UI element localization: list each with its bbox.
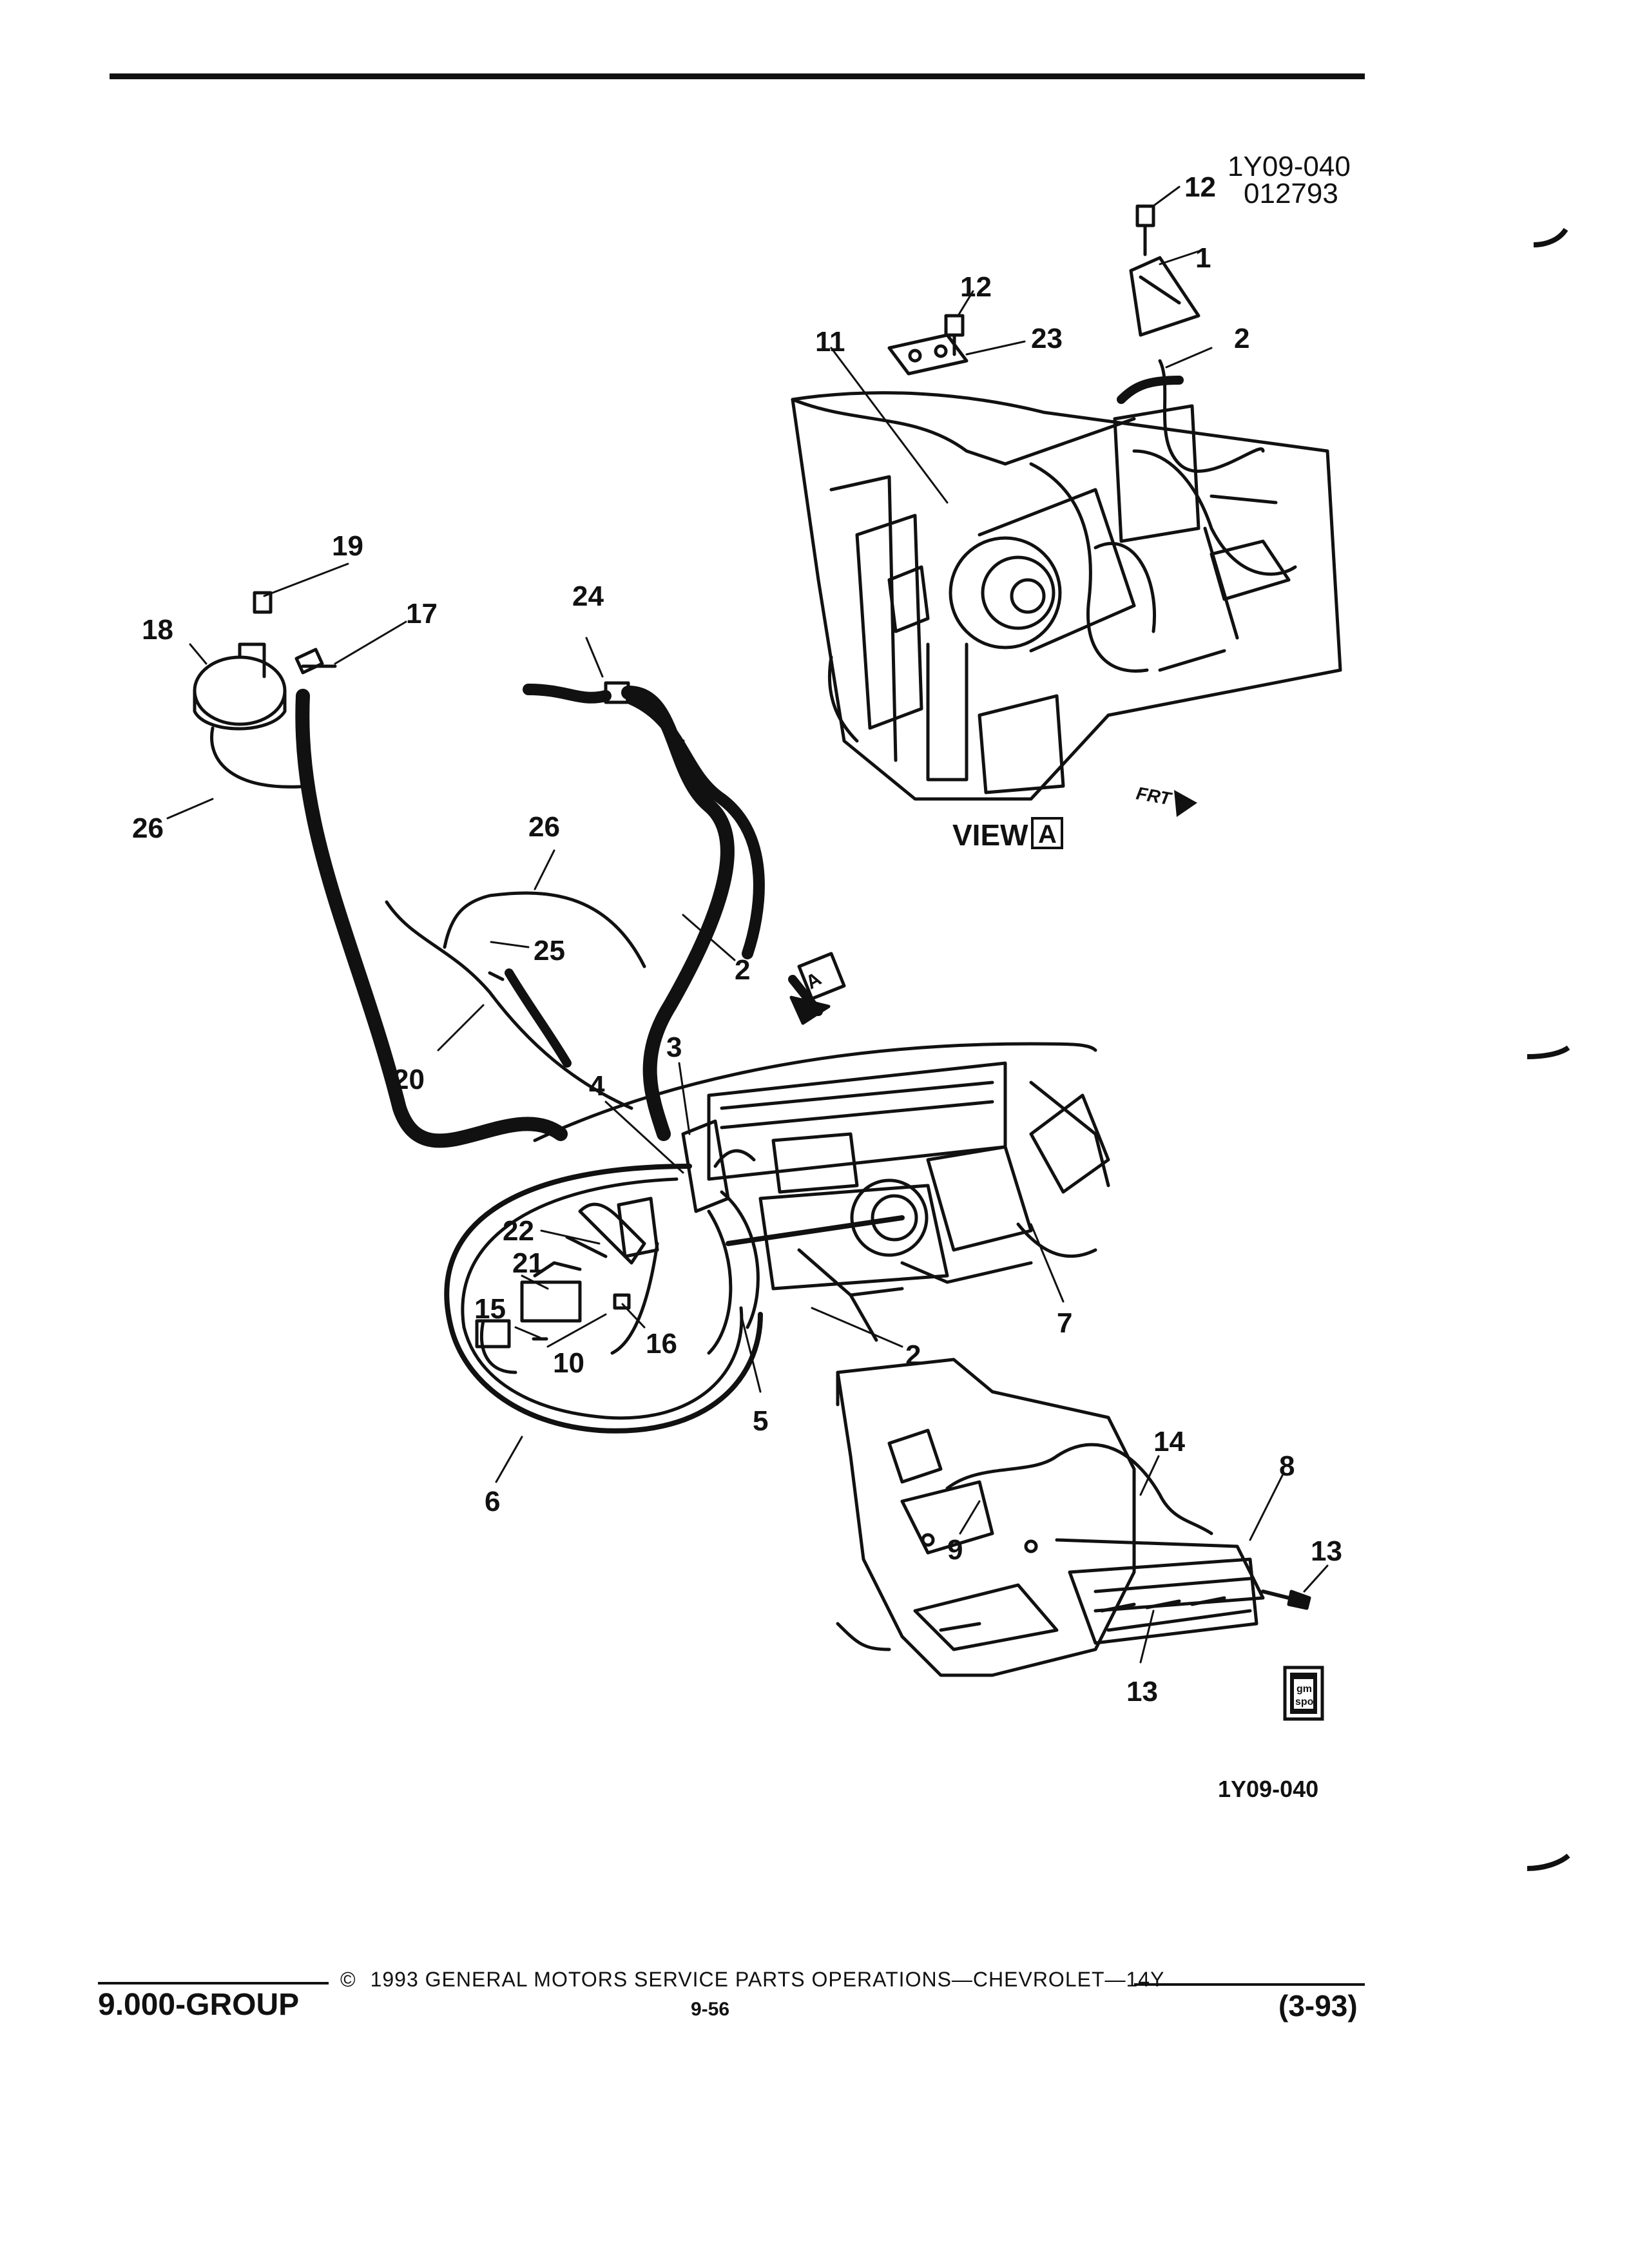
arrow-a-box — [797, 952, 846, 1001]
callout-9: 9 — [947, 1534, 963, 1566]
callout-10: 10 — [553, 1347, 584, 1379]
footer-rule-left — [98, 1982, 329, 1984]
callout-3: 3 — [666, 1032, 682, 1063]
callout-12b: 12 — [960, 271, 992, 303]
callout-leaders — [166, 186, 1329, 1664]
callout-16: 16 — [646, 1328, 677, 1360]
bolt-12a — [1135, 204, 1155, 227]
badge-line2: spo — [1295, 1696, 1314, 1707]
top-rule — [110, 73, 1365, 79]
scan-mark-2 — [1527, 1045, 1570, 1059]
callout-17: 17 — [406, 598, 438, 629]
footer-edition: (3-93) — [1278, 1989, 1358, 2023]
copyright-text: 1993 GENERAL MOTORS SERVICE PARTS OPERAT… — [370, 1968, 1165, 1991]
callout-24: 24 — [572, 581, 604, 612]
footer-copyright: © 1993 GENERAL MOTORS SERVICE PARTS OPERA… — [340, 1968, 1164, 1992]
view-a-engine-compartment — [791, 359, 1342, 801]
bracket-1 — [1129, 256, 1200, 337]
callout-8: 8 — [1279, 1450, 1295, 1482]
callout-5: 5 — [753, 1405, 768, 1437]
callout-21: 21 — [512, 1247, 544, 1279]
callout-23: 23 — [1031, 323, 1063, 354]
callout-6: 6 — [485, 1486, 500, 1517]
footer-page-number: 9-56 — [691, 1999, 730, 2020]
front-arrow-icon — [1174, 790, 1197, 817]
figure-code-top: 1Y09-040 — [1228, 151, 1351, 182]
callout-26a: 26 — [132, 812, 164, 844]
gm-spo-badge: gm spo — [1283, 1666, 1324, 1721]
arrow-a-head — [789, 995, 831, 1025]
footer-group: 9.000-GROUP — [98, 1988, 300, 2022]
callout-20: 20 — [393, 1064, 425, 1095]
bracket-23 — [887, 333, 969, 376]
callout-26b: 26 — [528, 811, 560, 843]
callout-2c: 2 — [905, 1340, 921, 1371]
callout-13b: 13 — [1126, 1676, 1158, 1707]
copyright-symbol: © — [340, 1968, 356, 1991]
callout-1: 1 — [1195, 242, 1211, 274]
callout-25: 25 — [534, 935, 565, 966]
callout-14: 14 — [1153, 1426, 1185, 1457]
view-label: VIEW — [952, 818, 1028, 852]
footer-rule-right — [1134, 1983, 1365, 1986]
callout-11: 11 — [815, 326, 845, 358]
badge-line1: gm — [1296, 1684, 1312, 1695]
callout-12a: 12 — [1184, 171, 1216, 203]
scan-mark-1 — [1533, 227, 1568, 247]
callout-22: 22 — [503, 1215, 534, 1247]
callout-4: 4 — [589, 1070, 605, 1102]
instrument-panel — [533, 1042, 1110, 1342]
callout-19: 19 — [332, 530, 363, 562]
view-letter-box — [1031, 817, 1063, 849]
front-label: FRT — [1135, 783, 1174, 809]
callout-2a: 2 — [1234, 323, 1249, 354]
wiring-harness-loop — [444, 1149, 763, 1434]
bolt-12b — [944, 314, 965, 337]
scan-mark-3 — [1527, 1853, 1570, 1871]
callout-15: 15 — [474, 1293, 506, 1325]
hose-24 — [523, 681, 765, 1141]
figure-code-bottom: 1Y09-040 — [1218, 1776, 1319, 1802]
vacuum-tank-assembly — [193, 591, 646, 1148]
callout-2b: 2 — [735, 954, 750, 986]
control-head-bracket — [836, 1358, 1311, 1677]
callout-7: 7 — [1057, 1307, 1072, 1339]
view-letter: A — [1038, 820, 1057, 849]
callout-18: 18 — [142, 614, 173, 646]
figure-date-code: 012793 — [1244, 178, 1338, 209]
callout-13a: 13 — [1311, 1535, 1342, 1567]
